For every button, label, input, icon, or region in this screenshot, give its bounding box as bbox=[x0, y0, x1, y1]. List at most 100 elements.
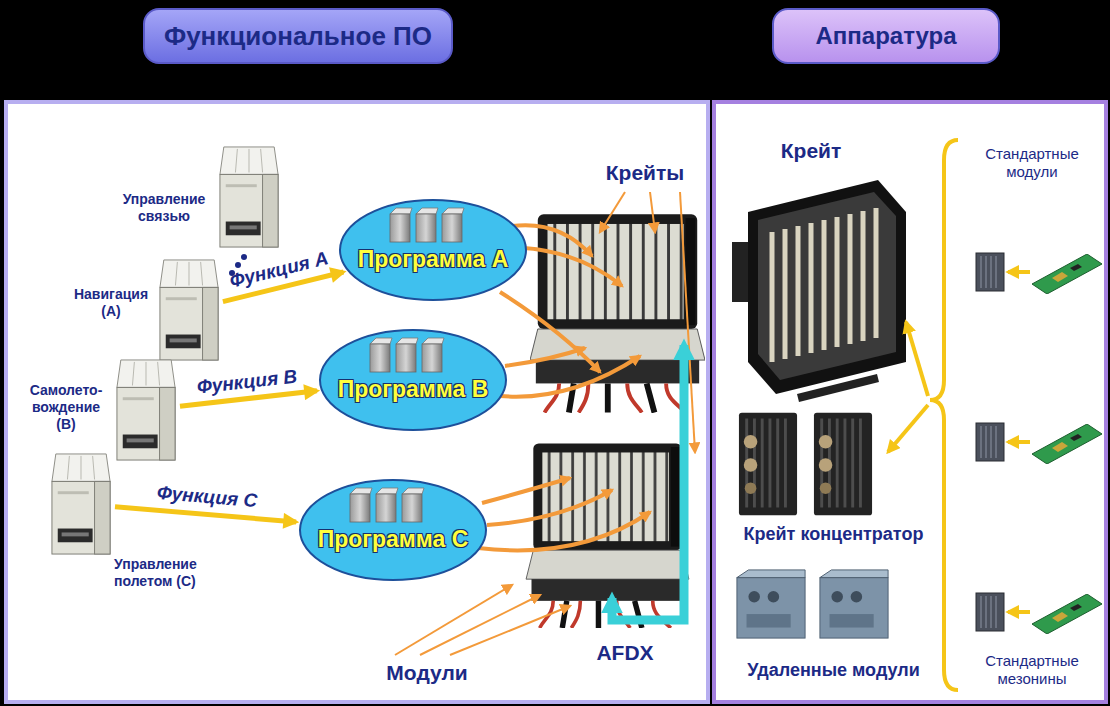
cube-icon bbox=[376, 488, 398, 494]
program-to-module-arrows bbox=[500, 292, 600, 372]
leader-line bbox=[650, 192, 655, 232]
module-picture bbox=[976, 423, 1004, 461]
function-arrow bbox=[115, 507, 296, 522]
computer-label: Навигация (А) bbox=[68, 286, 154, 320]
cube-icon bbox=[370, 344, 390, 372]
part-label: Модули bbox=[372, 660, 482, 685]
crate-picture bbox=[530, 214, 705, 412]
program-to-module-arrows bbox=[487, 490, 612, 525]
computer-icon bbox=[52, 454, 110, 554]
part-label: Крейт концентратор bbox=[726, 524, 941, 546]
part-label: Крейт bbox=[766, 138, 856, 163]
leader-line bbox=[450, 606, 570, 655]
cube-icon bbox=[350, 494, 370, 522]
hardware-arrow bbox=[906, 322, 928, 396]
program-label: Программа В bbox=[338, 376, 489, 403]
afdx-bus bbox=[612, 345, 684, 620]
program-ellipse: Программа А bbox=[338, 198, 528, 302]
remote-module-picture bbox=[737, 570, 805, 638]
computer-label: Самолето- вождение (В) bbox=[21, 382, 111, 433]
header-text: Функциональное ПО bbox=[164, 21, 432, 52]
part-label: Стандартные модули bbox=[966, 145, 1098, 181]
computer-icon bbox=[115, 358, 177, 462]
part-label: Удаленные модули bbox=[726, 660, 941, 682]
continuation-dots bbox=[241, 254, 247, 260]
computer-icon bbox=[220, 147, 278, 247]
mezzanine-picture bbox=[1032, 424, 1102, 464]
program-ellipse: Программа С bbox=[298, 478, 488, 582]
computer-icon bbox=[117, 360, 175, 460]
leader-line bbox=[600, 192, 625, 232]
header-text: Аппаратура bbox=[815, 22, 956, 50]
software-panel bbox=[6, 102, 708, 702]
computer-icon: Самолето- вождение (В) bbox=[115, 358, 177, 462]
cube-icon bbox=[422, 338, 444, 344]
leader-line bbox=[395, 585, 512, 655]
computer-icon: Управление полетом (С) bbox=[50, 452, 112, 556]
cube-icon bbox=[402, 488, 424, 494]
hardware-arrow bbox=[888, 405, 928, 452]
program-label: Программа В bbox=[318, 376, 508, 403]
part-label: Модули bbox=[372, 660, 482, 685]
part-label: Стандартные модули bbox=[966, 145, 1098, 181]
program-label: Программа А bbox=[338, 246, 528, 273]
cube-icon bbox=[416, 214, 436, 242]
computer-icon bbox=[50, 452, 112, 556]
computer-label: Управление связью bbox=[114, 191, 214, 225]
computer-icon: Управление связью bbox=[218, 145, 280, 249]
mezzanine-picture bbox=[1032, 594, 1102, 634]
computer-label: Управление связью bbox=[114, 191, 214, 225]
part-label: Крейт концентратор bbox=[726, 524, 941, 546]
program-to-module-arrows bbox=[505, 348, 585, 366]
hardware-arrow bbox=[1008, 610, 1030, 614]
part-label: Стандартные мезонины bbox=[966, 652, 1098, 688]
hardware-arrow bbox=[888, 272, 1030, 612]
part-label: Удаленные модули bbox=[726, 660, 941, 682]
computer-icon bbox=[218, 145, 280, 249]
hardware-panel bbox=[714, 102, 1106, 702]
concentrator-picture bbox=[739, 413, 797, 516]
module-picture bbox=[976, 593, 1004, 631]
program-ellipse bbox=[320, 330, 506, 430]
part-label: Крейты bbox=[600, 160, 690, 185]
program-ellipse bbox=[300, 480, 486, 580]
program-to-module-arrows bbox=[524, 248, 622, 286]
curly-brace bbox=[930, 140, 958, 690]
concentrator-picture bbox=[814, 413, 872, 516]
cube-icon bbox=[416, 208, 438, 214]
computer-label: Управление полетом (С) bbox=[114, 556, 214, 590]
program-to-module-arrows bbox=[500, 356, 640, 397]
cube-icon bbox=[402, 494, 422, 522]
hardware-arrow bbox=[1008, 440, 1030, 444]
program-to-module-arrows bbox=[482, 478, 570, 503]
crate-picture bbox=[732, 180, 906, 398]
mezzanine-picture bbox=[1032, 254, 1102, 294]
program-ellipse: Программа В bbox=[318, 328, 508, 432]
program-to-module-arrows bbox=[478, 512, 650, 550]
cube-icon bbox=[396, 344, 416, 372]
remote-module-picture bbox=[820, 570, 888, 638]
hardware-arrow bbox=[1008, 270, 1030, 274]
cube-icon bbox=[442, 208, 464, 214]
part-label: AFDX bbox=[585, 640, 665, 665]
header-pill: Функциональное ПО bbox=[143, 8, 453, 64]
program-label: Программа С bbox=[298, 526, 488, 553]
program-label: Программа С bbox=[318, 526, 469, 553]
program-ellipse bbox=[340, 200, 526, 300]
cube-icon bbox=[442, 214, 462, 242]
part-label: AFDX bbox=[585, 640, 665, 665]
computer-label: Управление полетом (С) bbox=[114, 556, 214, 590]
cube-icon bbox=[376, 494, 396, 522]
cube-icon bbox=[370, 338, 392, 344]
part-label: Крейт bbox=[766, 138, 856, 163]
computer-icon bbox=[160, 260, 218, 360]
cube-icon bbox=[390, 214, 410, 242]
computer-icon bbox=[158, 258, 220, 362]
cube-icon bbox=[390, 208, 412, 214]
module-picture bbox=[976, 253, 1004, 291]
part-label: Стандартные мезонины bbox=[966, 652, 1098, 688]
part-label: Крейты bbox=[600, 160, 690, 185]
computer-label: Навигация (А) bbox=[68, 286, 154, 320]
computer-label: Самолето- вождение (В) bbox=[21, 382, 111, 433]
